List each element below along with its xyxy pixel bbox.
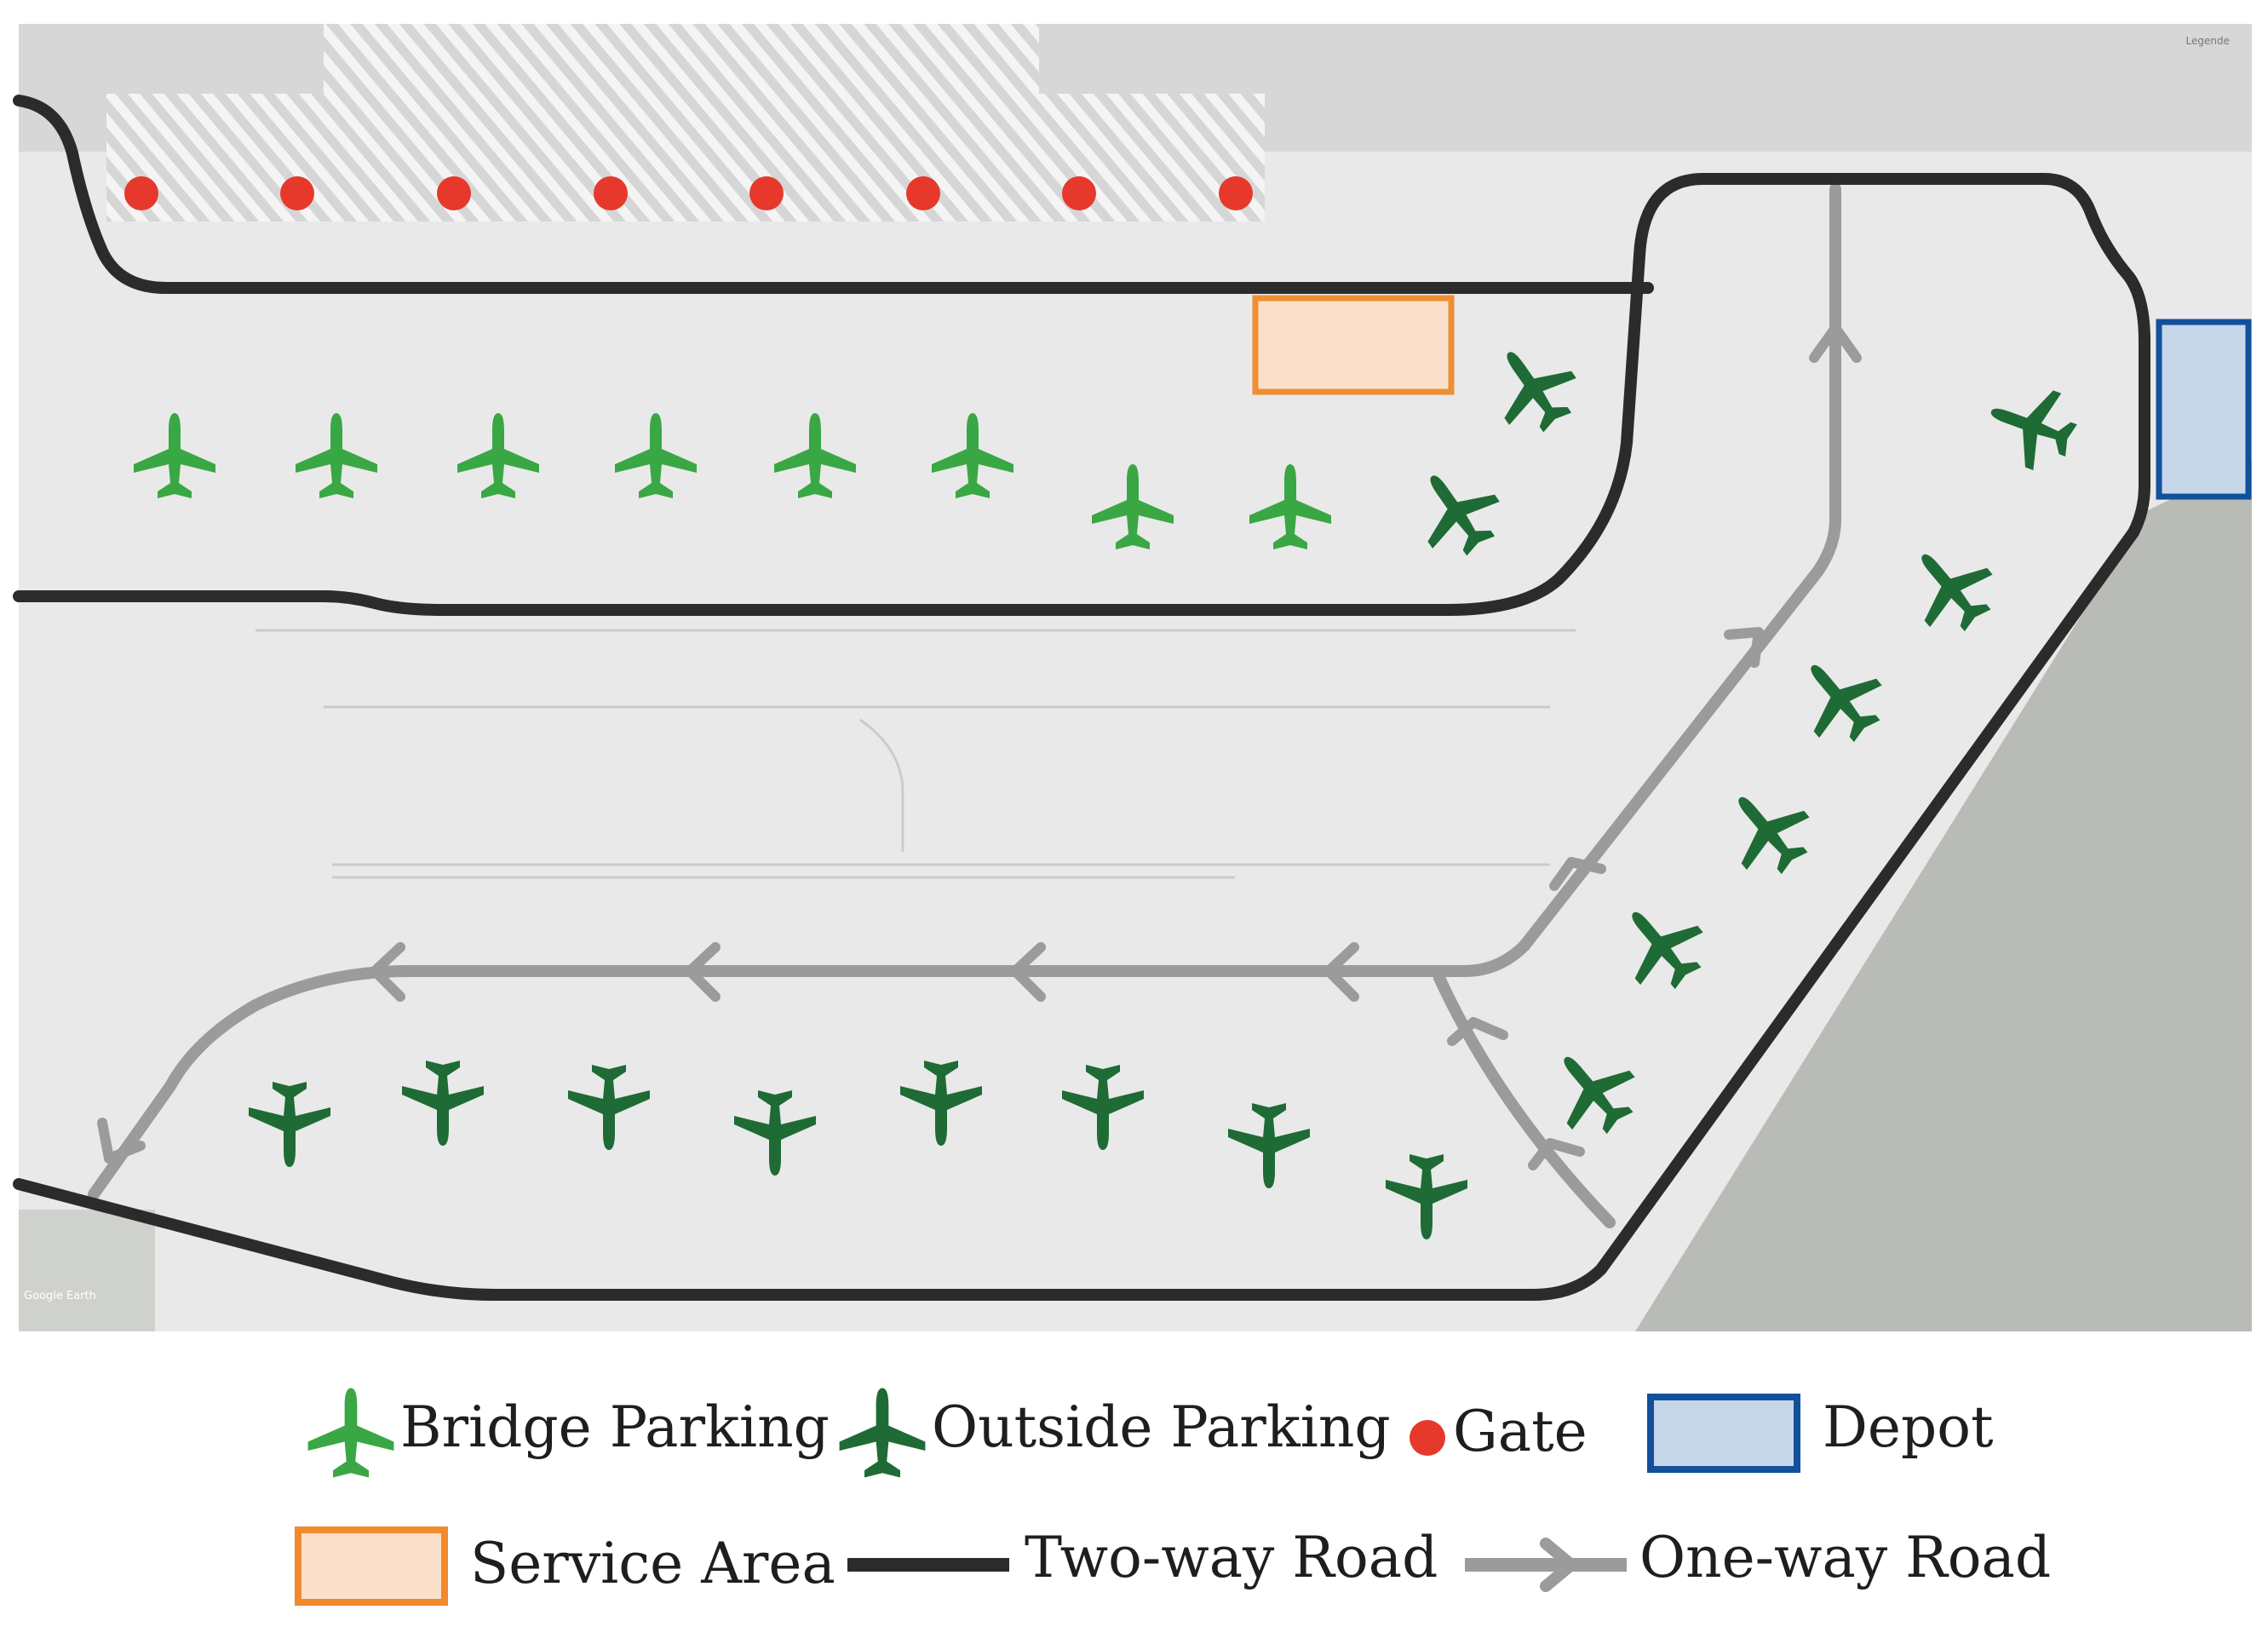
legend-symbols <box>295 1388 1800 1606</box>
gate-marker <box>594 176 628 210</box>
two-way-road-network <box>13 95 2150 1301</box>
bottom-left-area <box>19 1210 155 1331</box>
gates <box>124 176 1253 210</box>
legend-one-way-road-label: One-way Road <box>1639 1525 2052 1590</box>
service-area <box>1252 295 1455 395</box>
forest-area <box>1635 460 2252 1331</box>
legend-one-way-arrow-icon <box>1540 1538 1577 1592</box>
map-credit: Google Earth <box>24 1290 96 1302</box>
gate-marker <box>749 176 784 210</box>
terminal-top-building <box>324 24 1039 101</box>
gate-marker <box>437 176 471 210</box>
legend-bridge-parking-airplane-icon <box>307 1388 394 1478</box>
legend-gate-label: Gate <box>1453 1399 1588 1464</box>
legend-outside-parking-label: Outside Parking <box>932 1394 1391 1460</box>
gate-marker <box>906 176 940 210</box>
gate-marker <box>280 176 314 210</box>
legend-depot-label: Depot <box>1823 1394 1994 1460</box>
legend-depot: Depot <box>1823 1394 1993 1460</box>
legend-two-way-road: Two-way Road <box>1025 1525 1438 1590</box>
gate-marker <box>1062 176 1096 210</box>
legend-outside-parking: Outside Parking <box>932 1394 1391 1460</box>
legend-bridge-parking-label: Bridge Parking <box>400 1394 830 1460</box>
legend-depot-swatch <box>1647 1394 1800 1473</box>
gate-marker <box>1219 176 1253 210</box>
legend-two-way-road-label: Two-way Road <box>1025 1525 1438 1590</box>
legend-gate-icon <box>1410 1420 1445 1456</box>
legend-outside-parking-airplane-icon <box>839 1388 926 1478</box>
legend-one-way-road: One-way Road <box>1639 1525 2051 1590</box>
legend-service-area: Service Area <box>470 1531 835 1596</box>
legend-service-area-label: Service Area <box>470 1531 835 1596</box>
gate-marker <box>124 176 158 210</box>
legend-service-area-swatch <box>295 1526 448 1606</box>
depot <box>2156 319 2252 500</box>
apron-markings <box>256 629 1576 879</box>
one-way-road-network <box>88 183 1841 1228</box>
map-overlay-label: Legende <box>2186 35 2230 47</box>
one-way-road-arrows <box>97 323 1862 1170</box>
legend-gate: Gate <box>1453 1399 1588 1464</box>
legend-bridge-parking: Bridge Parking <box>400 1394 830 1460</box>
